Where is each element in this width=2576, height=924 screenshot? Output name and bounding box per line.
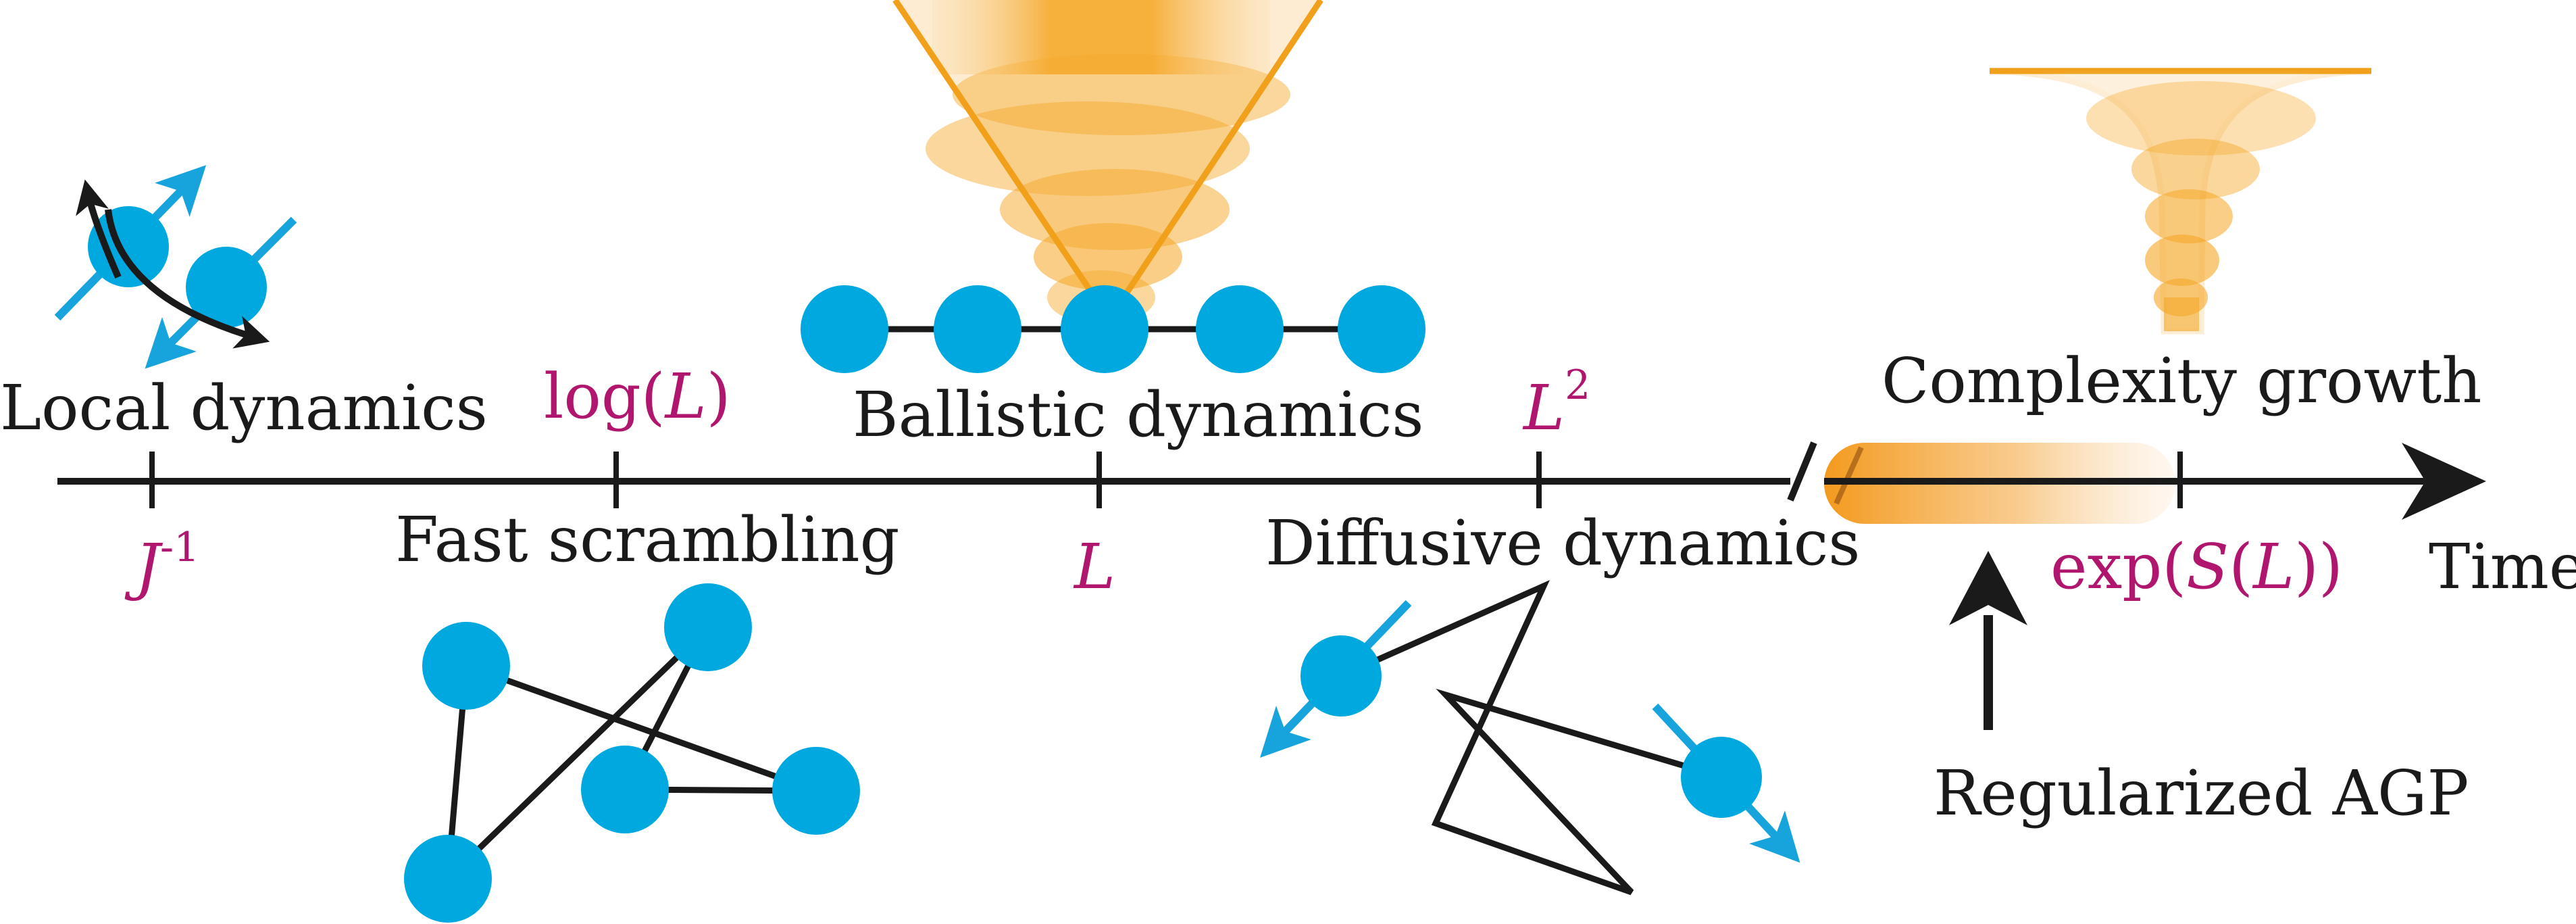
complexity-funnel-icon (1989, 68, 2372, 335)
tick-label-exp-s: exp(S(L)) (2050, 531, 2343, 603)
label-fast-scrambling: Fast scrambling (395, 504, 900, 576)
chain-node (934, 285, 1021, 373)
label-complexity-growth: Complexity growth (1882, 345, 2482, 417)
graph-node (772, 747, 860, 835)
label-local-dynamics: Local dynamics (0, 372, 488, 444)
spin-chain-icon (801, 285, 1425, 373)
agp-pointer-arrow (1949, 551, 2027, 730)
graph-node (404, 835, 492, 923)
axis-arrowhead (2402, 443, 2486, 520)
tick-label-log-l: log(L) (544, 360, 731, 433)
chain-node (1061, 285, 1148, 373)
walker-node (1300, 635, 1382, 716)
tick-label-j-inv: J-1 (124, 524, 199, 603)
chain-node (801, 285, 888, 373)
axis-end-label: Time (2429, 531, 2576, 603)
label-diffusive-dynamics: Diffusive dynamics (1265, 507, 1860, 579)
tick-label-l: L (1073, 531, 1115, 603)
chain-node (1338, 285, 1425, 373)
random-walk-icon (1260, 580, 1800, 896)
label-ballistic-dynamics: Ballistic dynamics (853, 379, 1423, 451)
time-axis (57, 441, 2486, 524)
label-regularized-agp: Regularized AGP (1934, 757, 2469, 829)
light-cone-icon (892, 0, 1323, 324)
all-to-all-graph-icon (404, 583, 860, 923)
graph-node (422, 622, 510, 710)
walker-node (1681, 737, 1762, 818)
chain-node (1196, 285, 1284, 373)
spin-node-b (186, 247, 267, 328)
graph-node (664, 583, 752, 671)
axis-break-mark-2 (1834, 446, 1864, 505)
spin-pair-exchange-icon (54, 165, 297, 369)
axis-break-mark (1787, 441, 1817, 502)
spin-node-a (88, 206, 169, 287)
graph-node (581, 746, 669, 833)
tick-label-l-squared: L2 (1522, 362, 1590, 444)
